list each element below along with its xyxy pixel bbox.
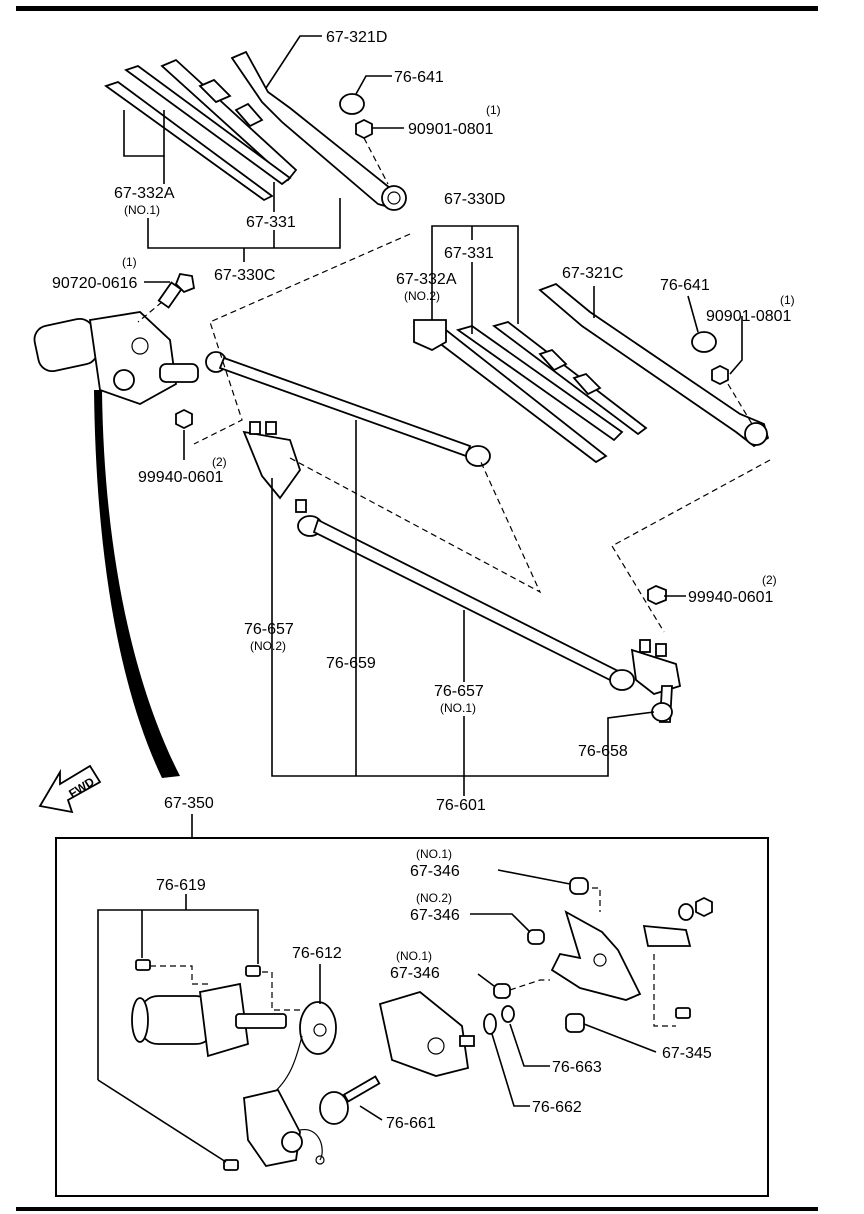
- screw-76-619-c: [223, 1159, 239, 1171]
- label-67-330C: 67-330C: [214, 267, 275, 284]
- sub-no1-grommet-c: (NO.1): [396, 949, 432, 963]
- label-76-612: 76-612: [292, 945, 342, 962]
- fwd-arrow-icon: FWD: [38, 764, 102, 814]
- screw-76-619-b: [245, 965, 261, 977]
- label-76-663: 76-663: [552, 1059, 602, 1076]
- label-76-619: 76-619: [156, 877, 206, 894]
- label-67-331-left: 67-331: [246, 214, 296, 231]
- bushing-76-658: [651, 702, 673, 722]
- link-rod-76-657: [297, 515, 635, 691]
- fwd-curve: [94, 390, 180, 778]
- qty-90720: (1): [122, 255, 137, 269]
- cap-76-641-right: [691, 331, 717, 353]
- label-76-658: 76-658: [578, 743, 628, 760]
- qty-99940-left: (2): [212, 455, 227, 469]
- label-67-346-b: 67-346: [410, 907, 460, 924]
- bolt-67-345: [675, 1007, 691, 1019]
- label-76-641-top: 76-641: [394, 69, 444, 86]
- nut-99940-right: [647, 585, 667, 605]
- label-99940-left: 99940-0601: [138, 469, 224, 486]
- motor-body: [131, 982, 287, 1058]
- pivot-left: [242, 421, 307, 513]
- grommet-67-346-c: [493, 983, 511, 999]
- label-90901-top: 90901-0801: [408, 121, 494, 138]
- gear-76-661: [319, 1075, 381, 1125]
- label-76-662: 76-662: [532, 1099, 582, 1116]
- label-76-657-no1: 76-657: [434, 683, 484, 700]
- label-90720: 90720-0616: [52, 275, 138, 292]
- grommet-67-346-b: [527, 929, 545, 945]
- label-67-350: 67-350: [164, 795, 214, 812]
- label-76-657-no2: 76-657: [244, 621, 294, 638]
- label-76-601: 76-601: [436, 797, 486, 814]
- wiper-blade-right: [428, 321, 648, 464]
- mounting-bracket: [550, 896, 713, 1001]
- wiper-arm-right: [538, 282, 770, 448]
- label-99940-right: 99940-0601: [688, 589, 774, 606]
- label-90901-right: 90901-0801: [706, 308, 792, 325]
- label-76-641-right: 76-641: [660, 277, 710, 294]
- label-67-321D: 67-321D: [326, 29, 387, 46]
- motor-exploded-box: [55, 837, 769, 1197]
- label-67-321C: 67-321C: [562, 265, 623, 282]
- nut-90901-top: [355, 118, 373, 140]
- switch-bracket: [243, 1088, 325, 1167]
- bolt-90720: [157, 272, 196, 309]
- wiper-motor: [33, 311, 199, 405]
- sub-no1-grommet-a: (NO.1): [416, 847, 452, 861]
- sub-no2-grommet: (NO.2): [416, 891, 452, 905]
- label-76-661: 76-661: [386, 1115, 436, 1132]
- screw-76-619-a: [135, 959, 151, 971]
- gear-housing: [378, 991, 475, 1077]
- bushing-67-345: [565, 1013, 585, 1033]
- sub-no1-link: (NO.1): [440, 701, 476, 715]
- plate-76-612: [269, 1001, 337, 1097]
- link-rod-76-659: [205, 351, 491, 467]
- nut-99940-left: [175, 408, 193, 430]
- label-67-332A-no2: 67-332A: [396, 271, 457, 288]
- label-67-346-a: 67-346: [410, 863, 460, 880]
- grommet-67-346-a: [569, 877, 589, 895]
- label-67-331-right: 67-331: [444, 245, 494, 262]
- label-67-345: 67-345: [662, 1045, 712, 1062]
- label-67-330D: 67-330D: [444, 191, 505, 208]
- sub-no2-link: (NO.2): [250, 639, 286, 653]
- washer-76-662: [483, 1013, 497, 1035]
- sub-no2-blade: (NO.2): [404, 289, 440, 303]
- sub-no1-blade: (NO.1): [124, 203, 160, 217]
- wiper-blade-left: [104, 58, 298, 202]
- qty-99940-right: (2): [762, 573, 777, 587]
- label-67-332A-no1: 67-332A: [114, 185, 175, 202]
- label-76-659: 76-659: [326, 655, 376, 672]
- washer-76-663: [501, 1005, 515, 1023]
- bottom-border: [16, 1207, 818, 1211]
- top-border: [16, 6, 818, 11]
- wiper-arm-left: [230, 50, 407, 211]
- qty-90901-right: (1): [780, 293, 795, 307]
- cap-76-641-top: [339, 93, 365, 115]
- nut-90901-right: [711, 364, 729, 386]
- label-67-346-c: 67-346: [390, 965, 440, 982]
- qty-90901-top: (1): [486, 103, 501, 117]
